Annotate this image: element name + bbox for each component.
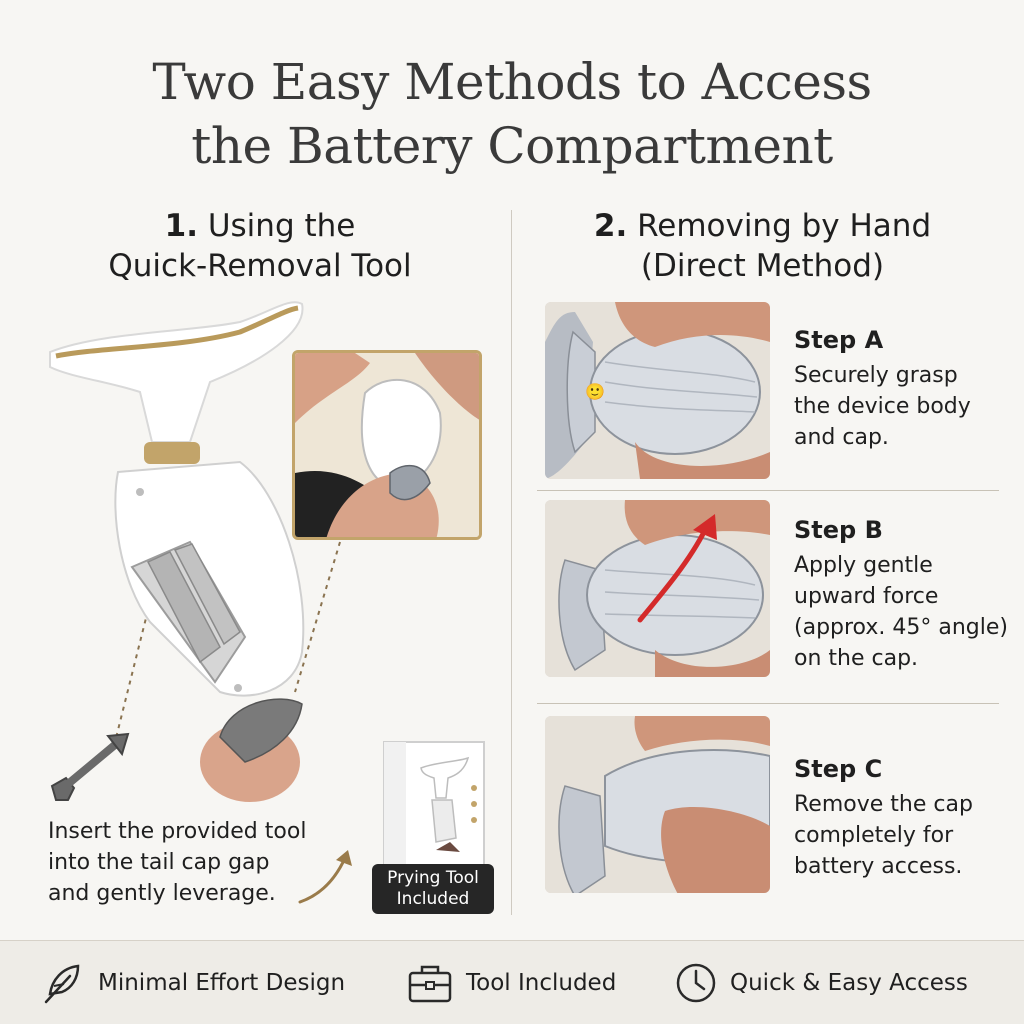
step-a-title: Step A xyxy=(794,326,884,354)
step-c-line-3: battery access. xyxy=(794,854,963,879)
curved-arrow-icon xyxy=(298,850,352,904)
feature-label: Tool Included xyxy=(466,970,617,996)
title-line-2: the Battery Compartment xyxy=(191,117,833,175)
method-1-caption-line-2: into the tail cap gap xyxy=(48,850,270,875)
method-2-heading-line-1: Removing by Hand xyxy=(637,208,932,244)
step-b-line-3: (approx. 45° angle) xyxy=(794,615,1008,640)
prying-tool-tag-line-2: Included xyxy=(396,889,470,909)
step-b-line-1: Apply gentle xyxy=(794,553,933,578)
feature-label: Quick & Easy Access xyxy=(730,970,968,996)
step-c-photo xyxy=(545,716,770,893)
step-a-photo: 🙂 xyxy=(545,302,770,479)
step-separator xyxy=(537,703,999,704)
step-b-photo xyxy=(545,500,770,677)
step-b-line-4: on the cap. xyxy=(794,646,919,671)
step-c-line-2: completely for xyxy=(794,823,954,848)
prying-tool-tag-line-1: Prying Tool xyxy=(387,868,479,888)
step-a-line-2: the device body xyxy=(794,394,971,419)
toolbox-icon xyxy=(408,965,452,1003)
method-1-heading-line-2: Quick-Removal Tool xyxy=(108,248,412,284)
feature-tool-included: Tool Included xyxy=(406,941,616,1024)
step-a-text: Securely grasp the device body and cap. xyxy=(794,360,1019,453)
step-a-line-1: Securely grasp xyxy=(794,363,958,388)
method-1-number: 1. xyxy=(164,208,198,244)
feature-quick-access: Quick & Easy Access xyxy=(674,941,968,1024)
step-c-title: Step C xyxy=(794,755,883,783)
step-separator xyxy=(537,490,999,491)
feature-footer: Minimal Effort Design Tool Included Quic… xyxy=(0,940,1024,1024)
feature-label: Minimal Effort Design xyxy=(98,970,346,996)
feature-minimal-effort: Minimal Effort Design xyxy=(40,941,345,1024)
prying-tool-icon xyxy=(50,732,130,801)
step-b-line-2: upward force xyxy=(794,584,939,609)
step-a-line-3: and cap. xyxy=(794,425,889,450)
step-b-text: Apply gentle upward force (approx. 45° a… xyxy=(794,550,1019,674)
method-2-heading-line-2: (Direct Method) xyxy=(640,248,885,284)
method-1-heading-line-1: Using the xyxy=(207,208,356,244)
device-open-illustration xyxy=(49,301,341,802)
page-title: Two Easy Methods to Access the Battery C… xyxy=(0,50,1024,178)
product-box-illustration xyxy=(383,741,485,867)
method-2-number: 2. xyxy=(593,208,628,244)
step-b-title: Step B xyxy=(794,516,883,544)
method-1-caption-line-1: Insert the provided tool xyxy=(48,819,307,844)
clock-icon xyxy=(676,963,716,1003)
method-1-caption: Insert the provided tool into the tail c… xyxy=(48,816,348,909)
method-1-caption-line-3: and gently leverage. xyxy=(48,881,276,906)
step-c-line-1: Remove the cap xyxy=(794,792,973,817)
feather-icon xyxy=(44,964,80,1004)
method-1-heading: 1. Using the Quick-Removal Tool xyxy=(40,206,480,286)
svg-text:🙂: 🙂 xyxy=(585,382,605,401)
method-2-heading: 2. Removing by Hand (Direct Method) xyxy=(540,206,985,286)
column-divider xyxy=(511,210,512,915)
prying-tool-tag: Prying Tool Included xyxy=(372,864,494,914)
title-line-1: Two Easy Methods to Access xyxy=(152,53,872,111)
tool-prying-closeup xyxy=(292,350,482,540)
step-c-text: Remove the cap completely for battery ac… xyxy=(794,789,1019,882)
